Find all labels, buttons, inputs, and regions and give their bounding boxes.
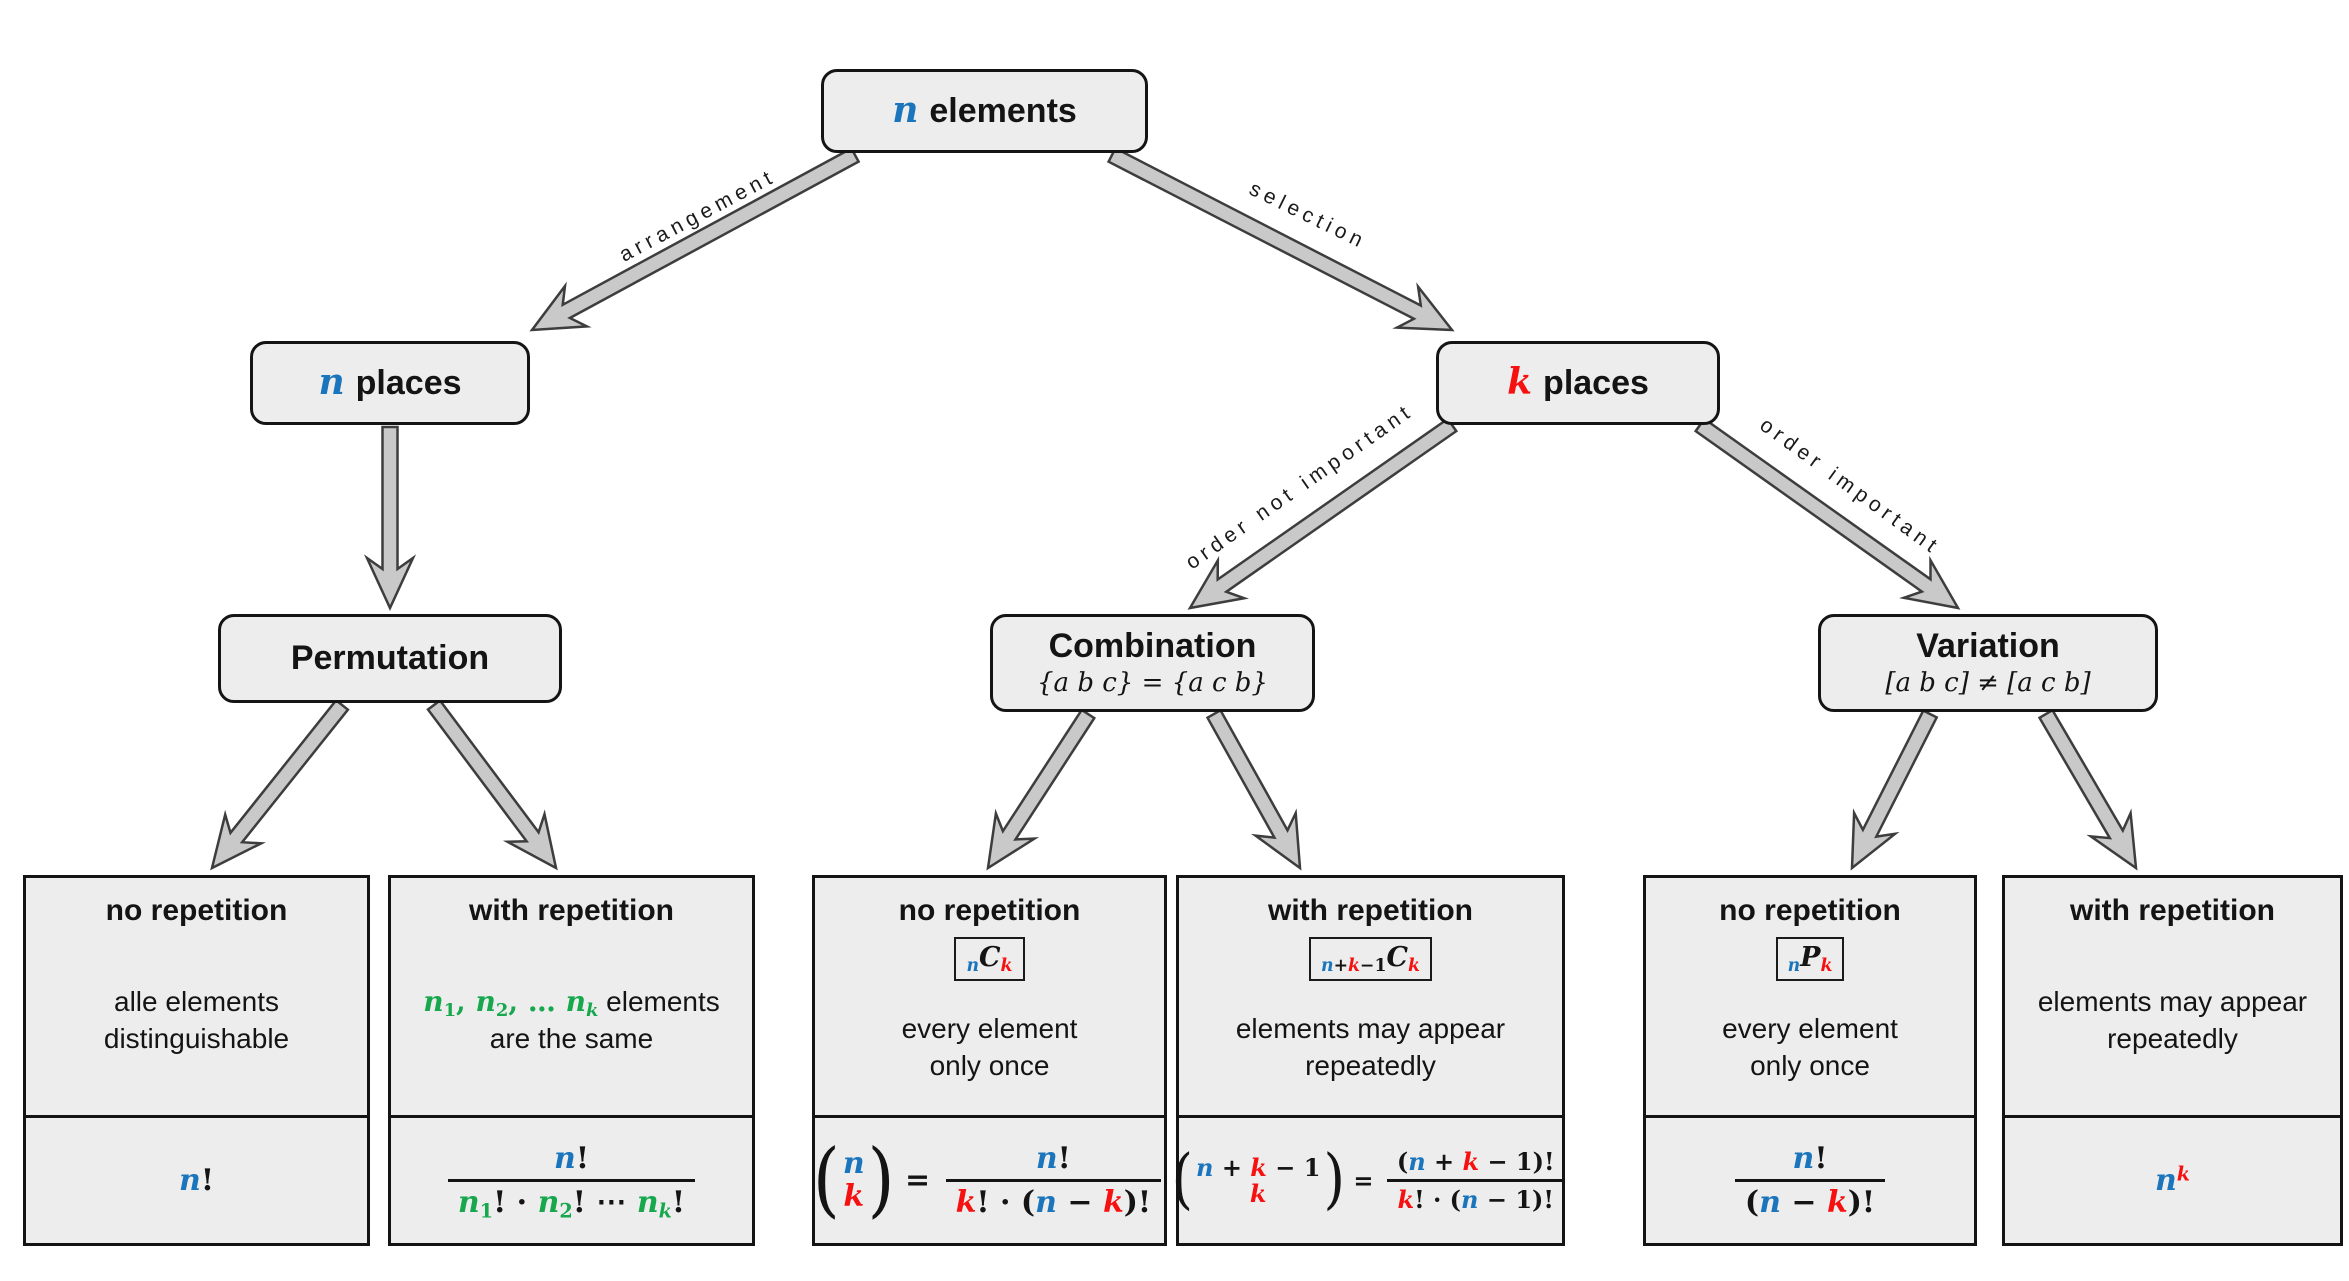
leaf-permutation-no-repetition: no repetition alle elements distinguisha… (23, 875, 370, 1246)
leaf-permutation-with-repetition: with repetition n1, n2, … nk elements ar… (388, 875, 755, 1246)
node-k-places-label: places (1543, 364, 1649, 403)
description-line: repeatedly (2107, 1023, 2238, 1054)
leaf-body: with repetition n+k−1Ck elements may app… (1179, 878, 1562, 1115)
notation-badge-n+k-1Ck: n+k−1Ck (1309, 937, 1432, 982)
description-line: n1, n2, … nk elements (423, 985, 720, 1022)
flow-arrow (1205, 708, 1302, 871)
leaf-formula: n! (26, 1115, 367, 1243)
leaf-formula: n!n1! · n2! ⋯ nk! (391, 1115, 752, 1243)
node-n-places-label: places (355, 364, 462, 403)
leaf-title: no repetition (1719, 894, 1901, 927)
flow-arrow (1693, 417, 1961, 610)
leaf-title: no repetition (105, 894, 288, 927)
leaf-body: no repetition alle elements distinguisha… (26, 878, 367, 1115)
description-line: every element (1722, 1013, 1898, 1045)
flow-arrow (363, 425, 417, 611)
leaf-body: no repetition nPk every element only onc… (1646, 878, 1974, 1115)
leaf-body: with repetition elements may appear repe… (2005, 878, 2340, 1115)
flow-arrow (1187, 417, 1459, 610)
description-line: only once (1750, 1050, 1870, 1082)
leaf-description: elements may appear repeatedly (2038, 984, 2307, 1058)
leaf-title: no repetition (898, 894, 1081, 927)
node-combination-title: Combination (1048, 626, 1257, 665)
leaf-title: with repetition (1268, 894, 1473, 927)
notation-badge-nCk: nCk (954, 937, 1025, 982)
description-line: elements may appear (2037, 986, 2308, 1018)
leaf-description: elements may appear repeatedly (1236, 1011, 1505, 1085)
leaf-variation-no-repetition: no repetition nPk every element only onc… (1643, 875, 1977, 1246)
node-combination: Combination {a b c} = {a c b} (990, 614, 1315, 712)
leaf-combination-with-repetition: with repetition n+k−1Ck elements may app… (1171, 875, 1565, 1246)
description-line: every element (901, 1013, 1078, 1045)
flow-arrow (2037, 708, 2138, 871)
node-permutation-title: Permutation (290, 638, 490, 677)
leaf-formula: nk (2005, 1115, 2340, 1243)
leaf-body: no repetition nCk every element only onc… (815, 878, 1164, 1115)
leaf-description: every element only once (1722, 1011, 1898, 1085)
node-combination-subtitle: {a b c} = {a c b} (1037, 668, 1268, 699)
flow-arrow (1850, 708, 1939, 871)
leaf-title: with repetition (2070, 894, 2275, 927)
node-variation: Variation [a b c] ≠ [a c b] (1818, 614, 2158, 712)
leaf-title: with repetition (469, 894, 674, 927)
description-line: repeatedly (1305, 1050, 1436, 1082)
node-n-elements-title: n elements (892, 91, 1077, 131)
description-line: distinguishable (103, 1023, 290, 1054)
leaf-variation-with-repetition: with repetition elements may appear repe… (2002, 875, 2343, 1246)
flow-arrow (210, 698, 350, 871)
flow-arrow (986, 708, 1097, 871)
node-permutation: Permutation (218, 614, 562, 703)
description-line: alle elements (114, 986, 279, 1018)
node-variation-subtitle: [a b c] ≠ [a c b] (1885, 668, 2091, 699)
description-line: elements may appear (1235, 1013, 1506, 1045)
math-var-n: n (892, 89, 919, 132)
leaf-formula: n!(n − k)! (1646, 1115, 1974, 1243)
leaf-body: with repetition n1, n2, … nk elements ar… (391, 878, 752, 1115)
flow-arrow (1106, 146, 1455, 332)
leaf-combination-no-repetition: no repetition nCk every element only onc… (812, 875, 1167, 1246)
node-variation-title: Variation (1916, 626, 2060, 665)
node-n-elements-label: elements (929, 92, 1077, 131)
flow-arrow (426, 698, 558, 871)
flow-arrow (529, 146, 861, 332)
node-n-elements: n elements (821, 69, 1148, 153)
math-var-k: k (1507, 361, 1533, 404)
description-line: only once (929, 1050, 1050, 1082)
leaf-description: alle elements distinguishable (104, 984, 289, 1058)
leaf-description: every element only once (902, 1011, 1078, 1085)
description-line: are the same (489, 1023, 654, 1054)
math-var-n: n (318, 361, 345, 404)
leaf-description: n1, n2, … nk elements are the same (423, 984, 720, 1058)
notation-badge-nPk: nPk (1775, 937, 1845, 982)
